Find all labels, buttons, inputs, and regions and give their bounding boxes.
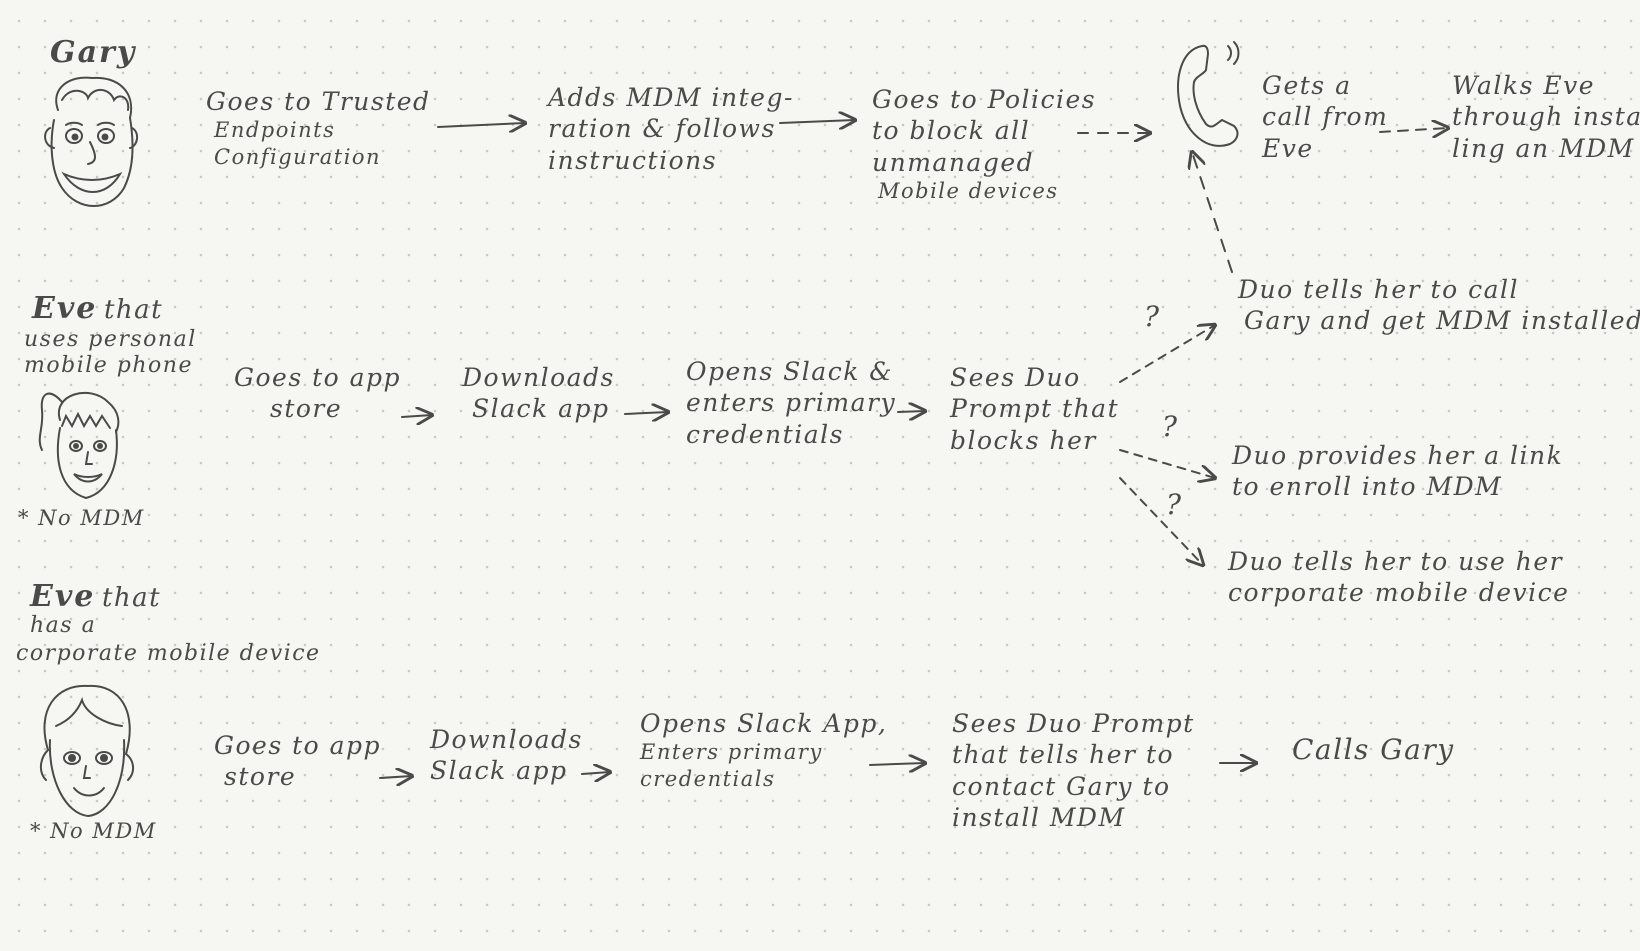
persona-name-suffix: that [101, 583, 162, 613]
persona-name-eve-personal: Eve [32, 291, 98, 326]
eve-corporate-face-icon [40, 684, 134, 818]
step-line: that tells her to [952, 740, 1175, 770]
gary-step-1: Goes to Trusted Endpoints Configuration [206, 86, 431, 170]
persona-desc-line2: corporate mobile device [16, 641, 321, 666]
step-line: Walks Eve [1452, 71, 1596, 100]
step-line: credentials [640, 766, 776, 791]
step-line: corporate mobile device [1228, 578, 1570, 608]
step-line: Downloads [430, 725, 583, 754]
arrow-eve2-2 [581, 772, 610, 774]
step-line: Enters primary [640, 740, 823, 765]
step-line: Opens Slack App, [640, 709, 888, 738]
arrow-eve2-3 [869, 763, 925, 765]
step-line: contact Gary to [952, 771, 1171, 801]
step-line: Duo tells her to call [1238, 275, 1519, 304]
arrow-option-call-gary [1119, 325, 1215, 383]
gary-step-5: Walks Eve through instal- ling an MDM [1452, 70, 1640, 164]
arrow-eve2-1 [379, 776, 412, 778]
step-line: Slack app [430, 756, 568, 786]
no-mdm-note-eve-corporate: * No MDM [30, 819, 157, 843]
step-line: Calls Gary [1292, 733, 1455, 766]
step-line: Gets a [1262, 71, 1352, 100]
arrow-outcome1-to-phone [1192, 152, 1233, 273]
arrow-eve1-3 [897, 411, 925, 412]
step-line: to block all [872, 116, 1031, 146]
outcome-enroll-link: Duo provides her a link to enroll into M… [1232, 440, 1563, 503]
question-mark-3: ? [1166, 488, 1182, 521]
step-line: Duo provides her a link [1232, 441, 1564, 470]
step-line: Prompt that [950, 394, 1120, 424]
persona-label-eve-corporate: Eve that [30, 578, 161, 616]
step-line: Sees Duo [950, 363, 1081, 392]
step-line: Downloads [462, 363, 615, 392]
eve-personal-step-1: Goes to app store [234, 362, 401, 425]
step-line: store [270, 394, 343, 424]
step-line: blocks her [950, 425, 1097, 455]
arrow-option-corporate [1119, 477, 1203, 565]
persona-desc-line1: has a [30, 613, 97, 638]
step-line: Duo tells her to use her [1228, 547, 1564, 576]
question-mark-1: ? [1144, 300, 1160, 333]
step-line: Goes to Trusted [206, 87, 431, 116]
arrow-gary-4 [1379, 128, 1448, 132]
eve-personal-step-2: Downloads Slack app [462, 362, 615, 425]
step-line: Configuration [214, 144, 382, 169]
outcome-use-corporate-device: Duo tells her to use her corporate mobil… [1228, 546, 1569, 609]
step-line: call from [1262, 102, 1389, 132]
persona-name-gary: Gary [50, 35, 137, 70]
persona-label-eve-personal: Eve that [32, 290, 163, 328]
eve-corporate-step-4: Sees Duo Prompt that tells her to contac… [952, 708, 1195, 833]
step-line: Gary and get MDM installed [1244, 306, 1640, 336]
step-line: install MDM [952, 802, 1126, 832]
arrow-option-enroll-link [1119, 449, 1215, 478]
gary-step-3: Goes to Policies to block all unmanaged … [872, 84, 1096, 204]
step-line: Adds MDM integ- [548, 83, 794, 112]
step-line: ling an MDM [1452, 133, 1635, 163]
step-line: Mobile devices [878, 178, 1059, 203]
eve-personal-step-3: Opens Slack & enters primary credentials [686, 356, 896, 450]
no-mdm-note-eve-personal: * No MDM [18, 506, 145, 530]
question-mark-2: ? [1162, 410, 1178, 443]
arrow-eve1-1 [401, 415, 432, 417]
step-line: Opens Slack & [686, 357, 894, 386]
phone-icon [1177, 41, 1240, 147]
eve-corporate-step-1: Goes to app store [214, 730, 381, 793]
gary-step-4: Gets a call from Eve [1262, 70, 1388, 164]
step-line: enters primary [686, 388, 897, 418]
step-line: through instal- [1452, 102, 1640, 132]
step-line: Goes to app [214, 731, 382, 760]
step-line: Goes to Policies [872, 85, 1097, 114]
gary-face-icon [44, 76, 138, 207]
arrow-eve1-2 [624, 412, 668, 414]
step-line: ration & follows [548, 114, 776, 144]
step-line: store [224, 762, 297, 792]
step-line: Endpoints [214, 118, 336, 143]
step-line: Eve [1262, 133, 1314, 163]
step-line: credentials [686, 419, 844, 449]
gary-step-2: Adds MDM integ- ration & follows instruc… [548, 82, 794, 176]
persona-desc-line1: uses personal [24, 327, 197, 352]
eve-corporate-step-3: Opens Slack App, Enters primary credenti… [640, 708, 887, 792]
arrow-gary-2 [779, 120, 855, 123]
eve-corporate-step-2: Downloads Slack app [430, 724, 583, 787]
persona-name-suffix: that [103, 295, 164, 325]
step-line: Slack app [472, 394, 610, 424]
step-line: unmanaged [872, 147, 1035, 177]
step-line: Sees Duo Prompt [952, 709, 1195, 738]
step-line: instructions [548, 145, 718, 175]
step-line: Goes to app [234, 363, 402, 392]
eve-ponytail-face-icon [38, 392, 120, 500]
eve-corporate-step-5: Calls Gary [1292, 732, 1455, 767]
step-line: to enroll into MDM [1232, 472, 1503, 502]
eve-personal-step-4: Sees Duo Prompt that blocks her [950, 362, 1119, 456]
persona-desc-line2: mobile phone [24, 353, 193, 378]
persona-name-eve-corporate: Eve [30, 579, 96, 614]
outcome-call-gary: Duo tells her to call Gary and get MDM i… [1238, 274, 1640, 337]
arrow-gary-1 [437, 123, 525, 127]
